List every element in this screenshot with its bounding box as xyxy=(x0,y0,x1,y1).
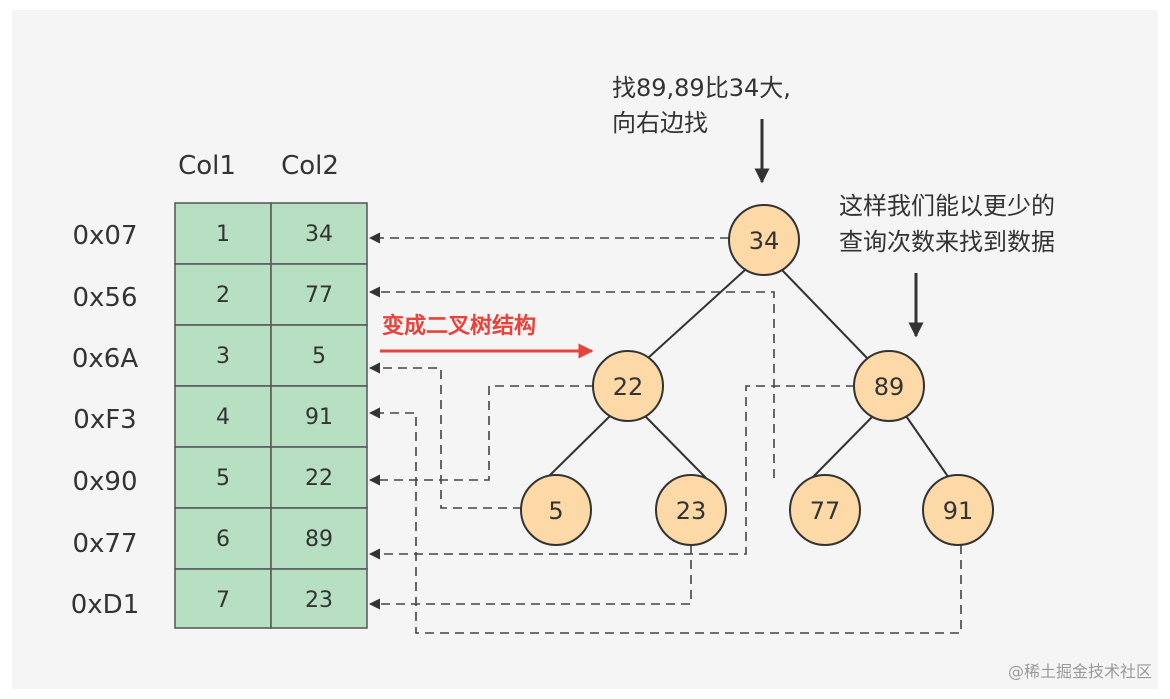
edge-89-77 xyxy=(811,415,874,479)
tree-node-root: 34 xyxy=(728,204,800,276)
edge-89-91 xyxy=(905,415,950,479)
node-label: 77 xyxy=(810,497,841,525)
cell-col1: 2 xyxy=(216,283,230,308)
row-address: 0x6A xyxy=(72,344,138,374)
node-circle xyxy=(853,350,925,422)
table-row: 0x6A 3 5 xyxy=(72,324,368,387)
edge-34-89 xyxy=(781,269,868,359)
cell-col2: 22 xyxy=(305,466,333,491)
pointer-91 xyxy=(368,407,962,634)
node-label: 91 xyxy=(943,497,974,525)
table-cell xyxy=(174,202,272,265)
watermark: @稀土掘金技术社区 xyxy=(1008,662,1152,681)
node-circle xyxy=(728,204,800,276)
tree-node: 89 xyxy=(853,350,925,422)
node-label: 34 xyxy=(749,227,780,255)
node-label: 5 xyxy=(548,497,563,525)
row-address: 0xD1 xyxy=(71,590,140,620)
table-cell xyxy=(270,568,368,629)
table-cell xyxy=(174,446,272,509)
table-cell xyxy=(174,568,272,629)
node-circle xyxy=(655,474,727,546)
tree-node: 23 xyxy=(655,474,727,546)
pointer-lines xyxy=(368,232,962,634)
col2-header: Col2 xyxy=(281,151,339,181)
search-note-line2: 向右边找 xyxy=(612,109,708,137)
table-cell xyxy=(270,385,368,448)
pointer-5 xyxy=(368,362,522,509)
table-row: 0x56 2 77 xyxy=(72,263,368,326)
search-note-line1: 找89,89比34大, xyxy=(612,74,791,102)
table-row: 0x07 1 34 xyxy=(72,202,368,265)
cell-col2: 77 xyxy=(305,283,333,308)
tree-node: 5 xyxy=(520,474,592,546)
node-circle xyxy=(789,474,861,546)
node-label: 22 xyxy=(613,373,644,401)
node-label: 23 xyxy=(676,497,707,525)
cell-col1: 3 xyxy=(216,344,230,369)
node-circle xyxy=(922,474,994,546)
table-cell xyxy=(270,507,368,570)
cell-col1: 4 xyxy=(216,405,230,430)
transform-label: 变成二叉树结构 xyxy=(382,313,536,339)
cell-col1: 6 xyxy=(216,527,230,552)
pointer-77 xyxy=(368,286,775,478)
cell-col1: 1 xyxy=(216,222,230,247)
cell-col2: 5 xyxy=(312,344,326,369)
col1-header: Col1 xyxy=(178,151,236,181)
cell-col2: 89 xyxy=(305,527,333,552)
tree-node: 91 xyxy=(922,474,994,546)
pointer-22 xyxy=(368,385,594,486)
table-row: 0xD1 7 23 xyxy=(71,568,368,629)
table-cell xyxy=(270,446,368,509)
cell-col2: 91 xyxy=(305,405,333,430)
node-circle xyxy=(520,474,592,546)
cell-col1: 5 xyxy=(216,466,230,491)
row-address: 0x56 xyxy=(72,283,137,313)
edge-22-5 xyxy=(546,415,611,479)
cell-col2: 34 xyxy=(305,222,333,247)
edge-34-22 xyxy=(647,269,746,359)
row-address: 0x07 xyxy=(72,221,137,251)
tree-node: 77 xyxy=(789,474,861,546)
row-address: 0x90 xyxy=(72,467,137,497)
cell-col2: 23 xyxy=(305,588,333,613)
tree-edges xyxy=(546,269,950,479)
benefit-note-line2: 查询次数来找到数据 xyxy=(839,228,1055,256)
row-address: 0x77 xyxy=(72,529,137,559)
cell-col1: 7 xyxy=(216,588,230,613)
node-label: 89 xyxy=(874,373,905,401)
edge-22-23 xyxy=(644,415,707,479)
row-address: 0xF3 xyxy=(73,405,136,435)
benefit-note-line1: 这样我们能以更少的 xyxy=(839,192,1055,220)
table-cell xyxy=(270,202,368,265)
table-cell xyxy=(174,263,272,326)
table-row: 0x90 5 22 xyxy=(72,446,368,509)
table-row: 0x77 6 89 xyxy=(72,507,368,570)
pointer-89 xyxy=(368,385,855,560)
pointer-23 xyxy=(368,545,692,610)
tree-node: 22 xyxy=(592,350,664,422)
node-circle xyxy=(592,350,664,422)
table-row: 0xF3 4 91 xyxy=(73,385,368,448)
